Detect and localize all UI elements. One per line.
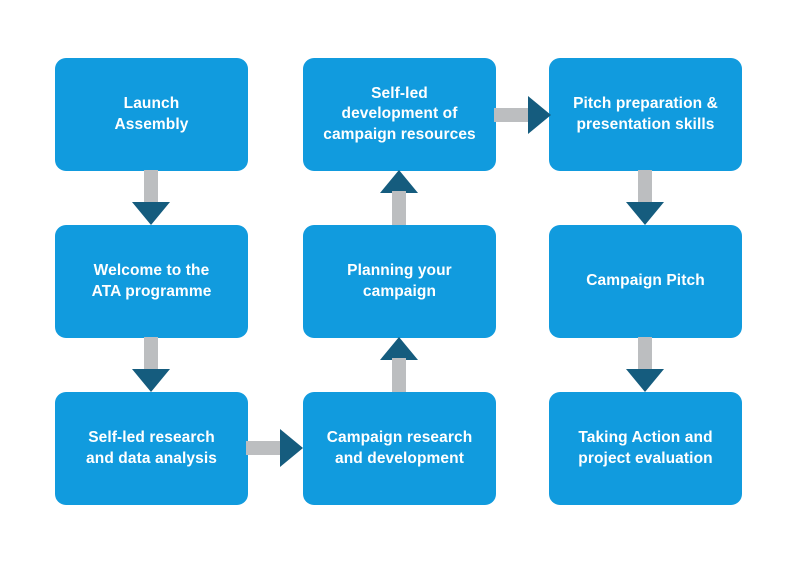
- arrow-head-down-icon: [132, 202, 170, 225]
- flow-node-launch-assembly[interactable]: Launch Assembly: [55, 58, 248, 171]
- flow-node-campaign-pitch[interactable]: Campaign Pitch: [549, 225, 742, 338]
- arrow-planning-campaign-to-self-led-development: [380, 170, 418, 225]
- arrow-shaft: [494, 108, 530, 122]
- arrow-launch-assembly-to-welcome-ata: [132, 170, 170, 225]
- arrow-head-up-icon: [380, 170, 418, 193]
- arrow-head-down-icon: [626, 202, 664, 225]
- arrow-shaft: [144, 170, 158, 204]
- arrow-shaft: [246, 441, 282, 455]
- arrow-shaft: [638, 337, 652, 371]
- flow-node-welcome-ata[interactable]: Welcome to the ATA programme: [55, 225, 248, 338]
- arrow-head-down-icon: [132, 369, 170, 392]
- arrow-head-up-icon: [380, 337, 418, 360]
- arrow-head-right-icon: [528, 96, 551, 134]
- arrow-pitch-preparation-to-campaign-pitch: [626, 170, 664, 225]
- arrow-head-right-icon: [280, 429, 303, 467]
- arrow-shaft: [638, 170, 652, 204]
- flow-node-taking-action[interactable]: Taking Action and project evaluation: [549, 392, 742, 505]
- arrow-welcome-ata-to-self-led-research: [132, 337, 170, 392]
- arrow-shaft: [392, 191, 406, 225]
- flow-node-self-led-development[interactable]: Self-led development of campaign resourc…: [303, 58, 496, 171]
- arrow-shaft: [144, 337, 158, 371]
- flow-node-planning-campaign[interactable]: Planning your campaign: [303, 225, 496, 338]
- arrow-self-led-research-to-campaign-research: [246, 429, 303, 467]
- arrow-campaign-research-to-planning-campaign: [380, 337, 418, 392]
- arrow-shaft: [392, 358, 406, 392]
- arrow-self-led-development-to-pitch-preparation: [494, 96, 551, 134]
- flow-node-self-led-research[interactable]: Self-led research and data analysis: [55, 392, 248, 505]
- flow-node-campaign-research[interactable]: Campaign research and development: [303, 392, 496, 505]
- flow-node-pitch-preparation[interactable]: Pitch preparation & presentation skills: [549, 58, 742, 171]
- arrow-head-down-icon: [626, 369, 664, 392]
- arrow-campaign-pitch-to-taking-action: [626, 337, 664, 392]
